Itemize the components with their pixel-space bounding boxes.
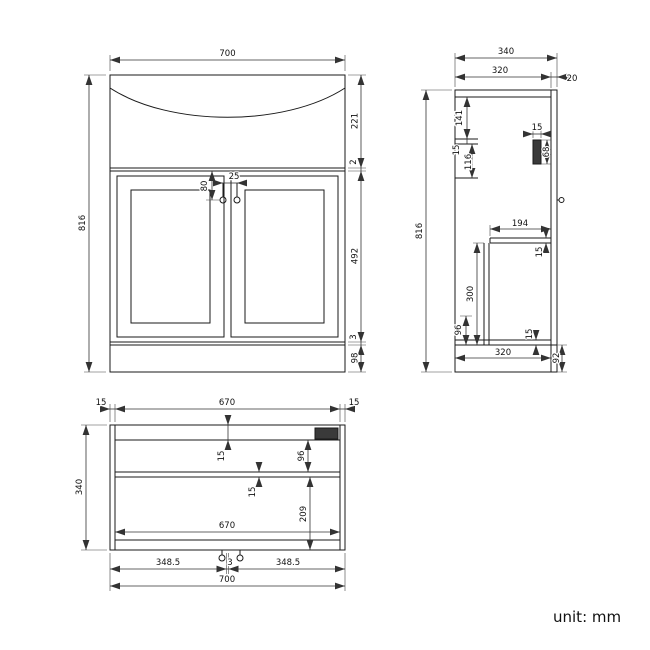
plan-dim-shelf-edge: 15 xyxy=(248,487,258,498)
side-view xyxy=(454,89,565,373)
plan-batten xyxy=(314,427,339,440)
front-dim-gap-bottom: 3 xyxy=(349,334,359,339)
front-dim-width: 700 xyxy=(219,49,235,59)
side-dim-top-void: 141 xyxy=(455,110,465,126)
worktop-lines xyxy=(110,167,345,346)
front-view xyxy=(109,74,346,373)
plan-knob-right xyxy=(236,554,244,562)
plan-dim-rail-depth: 96 xyxy=(297,451,307,462)
front-dim-handle-gap: 25 xyxy=(229,172,240,182)
plan-dim-inner-width-top: 670 xyxy=(219,398,235,408)
plan-knob-stems xyxy=(221,550,241,555)
door-right xyxy=(230,175,339,338)
plan-outline xyxy=(109,424,346,551)
side-dim-rail-drop: 116 xyxy=(464,154,474,170)
side-dim-bottom-thickness: 15 xyxy=(525,329,535,340)
plan-side-panels xyxy=(114,425,341,550)
plan-dim-back-rail: 15 xyxy=(217,451,227,462)
handle-stems xyxy=(222,183,238,197)
plan-dim-door-right: 348.5 xyxy=(276,558,300,568)
side-dim-shelf-to-bottom: 300 xyxy=(466,286,476,302)
side-dim-height: 816 xyxy=(415,223,425,239)
front-dim-height: 816 xyxy=(78,215,88,231)
wall-batten xyxy=(532,139,542,165)
plan-dimensions: 15 670 15 340 15 96 15 209 670 348.5 3 3… xyxy=(74,397,361,591)
basin-curve xyxy=(109,87,346,118)
plan-dim-panel-left: 15 xyxy=(96,398,107,408)
plan-dim-shelf-depth: 209 xyxy=(299,506,309,522)
side-dim-batten-width: 15 xyxy=(532,123,543,133)
plan-dim-panel-right: 15 xyxy=(349,398,360,408)
front-dim-door: 492 xyxy=(351,248,361,264)
unit-note: unit: mm xyxy=(553,608,621,626)
plan-dim-inner-width: 670 xyxy=(219,521,235,531)
side-dim-rail-thickness: 15 xyxy=(452,145,462,156)
door-left-panel xyxy=(130,189,211,324)
side-dim-depth: 340 xyxy=(498,47,514,57)
side-shelf xyxy=(489,237,551,244)
plan-dim-width: 700 xyxy=(219,575,235,585)
plan-dim-door-gap: 3 xyxy=(227,558,232,568)
side-dim-plinth: 92 xyxy=(552,353,562,364)
front-dim-handle-drop: 80 xyxy=(200,181,210,192)
front-dim-plinth: 98 xyxy=(351,353,361,364)
handle-right-knob xyxy=(233,196,241,204)
front-dimensions: 700 816 221 2 492 3 98 80 25 xyxy=(77,48,366,373)
side-dimensions: 340 320 20 816 141 15 116 15 68 194 15 3… xyxy=(414,46,579,373)
plan-dim-door-left: 348.5 xyxy=(156,558,180,568)
side-dim-shelf-thickness: 15 xyxy=(535,247,545,258)
side-dim-shelf-depth: 194 xyxy=(512,219,528,229)
front-outline xyxy=(109,74,346,373)
side-dim-bottom-depth: 320 xyxy=(495,348,511,358)
side-dim-batten-height: 68 xyxy=(542,147,552,158)
door-right-panel xyxy=(244,189,325,324)
handle-left-knob xyxy=(219,196,227,204)
side-bottom-panel xyxy=(455,339,557,346)
side-dim-bottom-void: 96 xyxy=(454,325,464,336)
plan-dim-depth: 340 xyxy=(75,479,85,495)
side-knob xyxy=(558,197,565,203)
door-left xyxy=(116,175,225,338)
front-dim-basin: 221 xyxy=(351,113,361,129)
side-support-post xyxy=(483,243,490,345)
front-dim-gap-top: 2 xyxy=(349,159,359,164)
plan-knob-left xyxy=(218,554,226,562)
side-dim-body-depth: 320 xyxy=(492,66,508,76)
side-dim-door-thickness: 20 xyxy=(567,74,578,84)
